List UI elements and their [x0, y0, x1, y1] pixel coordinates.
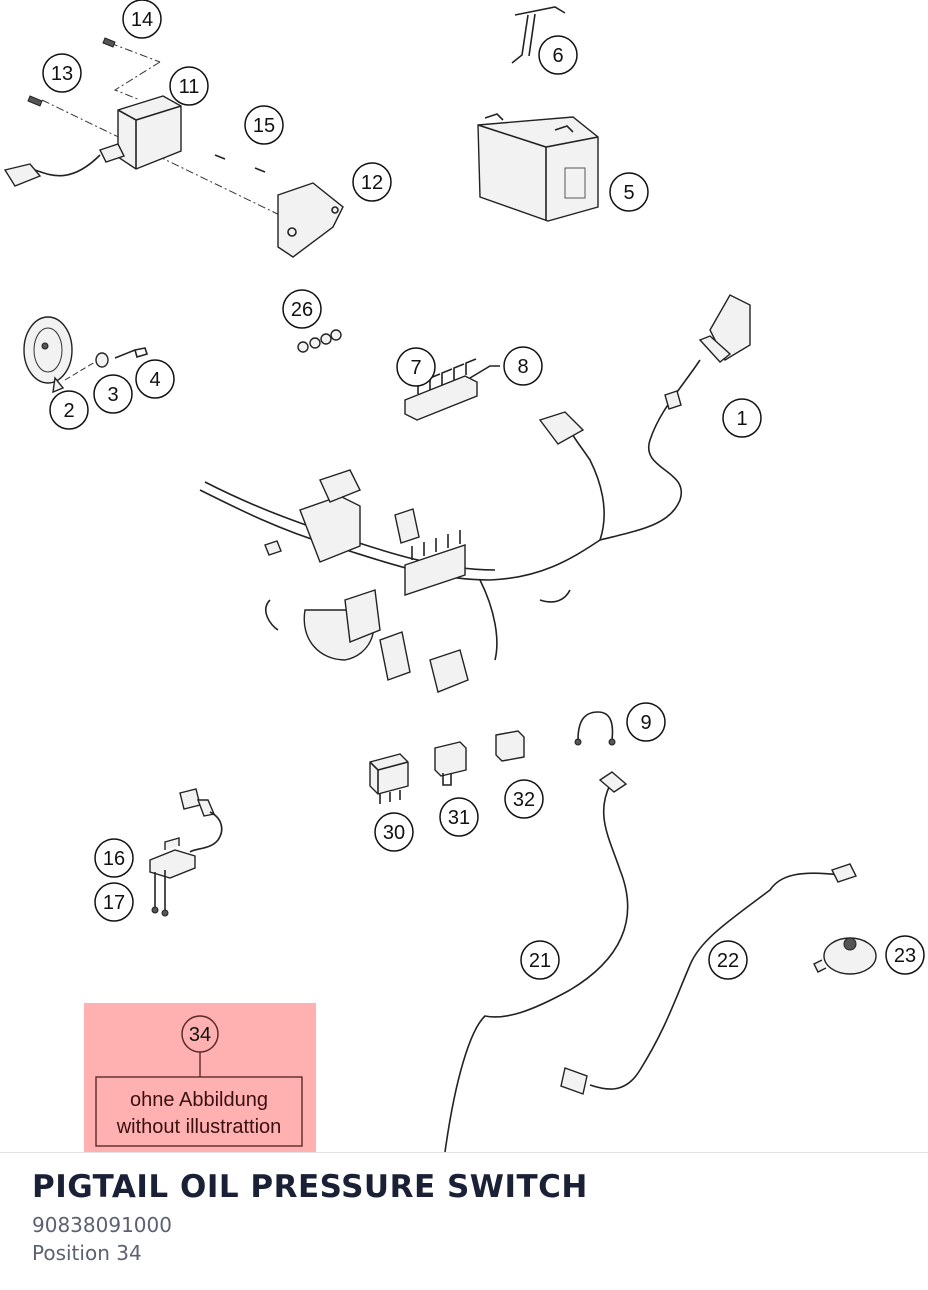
svg-text:30: 30: [383, 822, 405, 844]
horn-group: [23, 316, 149, 394]
relays-group: [369, 730, 525, 804]
battery-group: [477, 6, 599, 222]
callout-34[interactable]: 34: [181, 1015, 219, 1053]
svg-text:14: 14: [131, 9, 153, 31]
svg-text:5: 5: [623, 182, 634, 204]
svg-text:15: 15: [253, 115, 275, 137]
part-number: 90838091000: [32, 1213, 172, 1237]
callout-4[interactable]: 4: [135, 359, 175, 399]
callout-21[interactable]: 21: [520, 940, 560, 980]
svg-text:22: 22: [717, 950, 739, 972]
callout-13[interactable]: 13: [42, 53, 82, 93]
callout-11[interactable]: 11: [169, 66, 209, 106]
callout-7[interactable]: 7: [396, 347, 436, 387]
svg-text:12: 12: [361, 172, 383, 194]
note-frame: [95, 1076, 303, 1147]
part-title: PIGTAIL OIL PRESSURE SWITCH: [32, 1169, 588, 1205]
callout-9[interactable]: 9: [626, 702, 666, 742]
svg-text:3: 3: [107, 384, 118, 406]
callout-23[interactable]: 23: [885, 935, 925, 975]
svg-text:31: 31: [448, 807, 470, 829]
callout-16[interactable]: 16: [94, 838, 134, 878]
note-line-1: ohne Abbildung: [130, 1089, 268, 1111]
callout-30[interactable]: 30: [374, 812, 414, 852]
svg-text:16: 16: [103, 848, 125, 870]
wiring-harness: [199, 294, 751, 693]
svg-text:23: 23: [894, 945, 916, 967]
callout-32[interactable]: 32: [504, 779, 544, 819]
part-position: Position 34: [32, 1241, 142, 1265]
callout-5[interactable]: 5: [609, 172, 649, 212]
cable-9: [577, 711, 614, 741]
svg-text:9: 9: [640, 712, 651, 734]
parts-diagram: ohne Abbildung without illustrattion: [3, 0, 925, 1152]
note-line-2: without illustrattion: [116, 1116, 282, 1138]
svg-text:2: 2: [63, 400, 74, 422]
svg-text:34: 34: [189, 1024, 211, 1046]
svg-text:8: 8: [517, 356, 528, 378]
svg-text:1: 1: [736, 408, 747, 430]
fuse-block-group: [404, 358, 500, 421]
svg-text:6: 6: [552, 45, 563, 67]
part-info-panel: PIGTAIL OIL PRESSURE SWITCH 90838091000 …: [0, 1152, 928, 1290]
callout-8[interactable]: 8: [503, 346, 543, 386]
callout-3[interactable]: 3: [93, 374, 133, 414]
svg-text:32: 32: [513, 789, 535, 811]
svg-text:7: 7: [410, 357, 421, 379]
callout-15[interactable]: 15: [244, 105, 284, 145]
callout-14[interactable]: 14: [122, 0, 162, 39]
switch-23: [813, 937, 877, 975]
svg-text:21: 21: [529, 950, 551, 972]
cable-22: [589, 872, 841, 1090]
clips-group: [297, 329, 342, 353]
callout-2[interactable]: 2: [49, 390, 89, 430]
svg-text:13: 13: [51, 63, 73, 85]
callout-17[interactable]: 17: [94, 882, 134, 922]
callout-22[interactable]: 22: [708, 940, 748, 980]
svg-text:11: 11: [179, 76, 200, 98]
svg-text:17: 17: [103, 892, 125, 914]
control-unit-group: [3, 37, 344, 258]
callout-12[interactable]: 12: [352, 162, 392, 202]
callout-1[interactable]: 1: [722, 398, 762, 438]
svg-text:4: 4: [149, 369, 160, 391]
cable-21: [444, 784, 629, 1152]
sensor-group: [149, 788, 223, 917]
callout-31[interactable]: 31: [439, 797, 479, 837]
callout-6[interactable]: 6: [538, 35, 578, 75]
svg-text:26: 26: [291, 299, 313, 321]
callout-26[interactable]: 26: [282, 289, 322, 329]
